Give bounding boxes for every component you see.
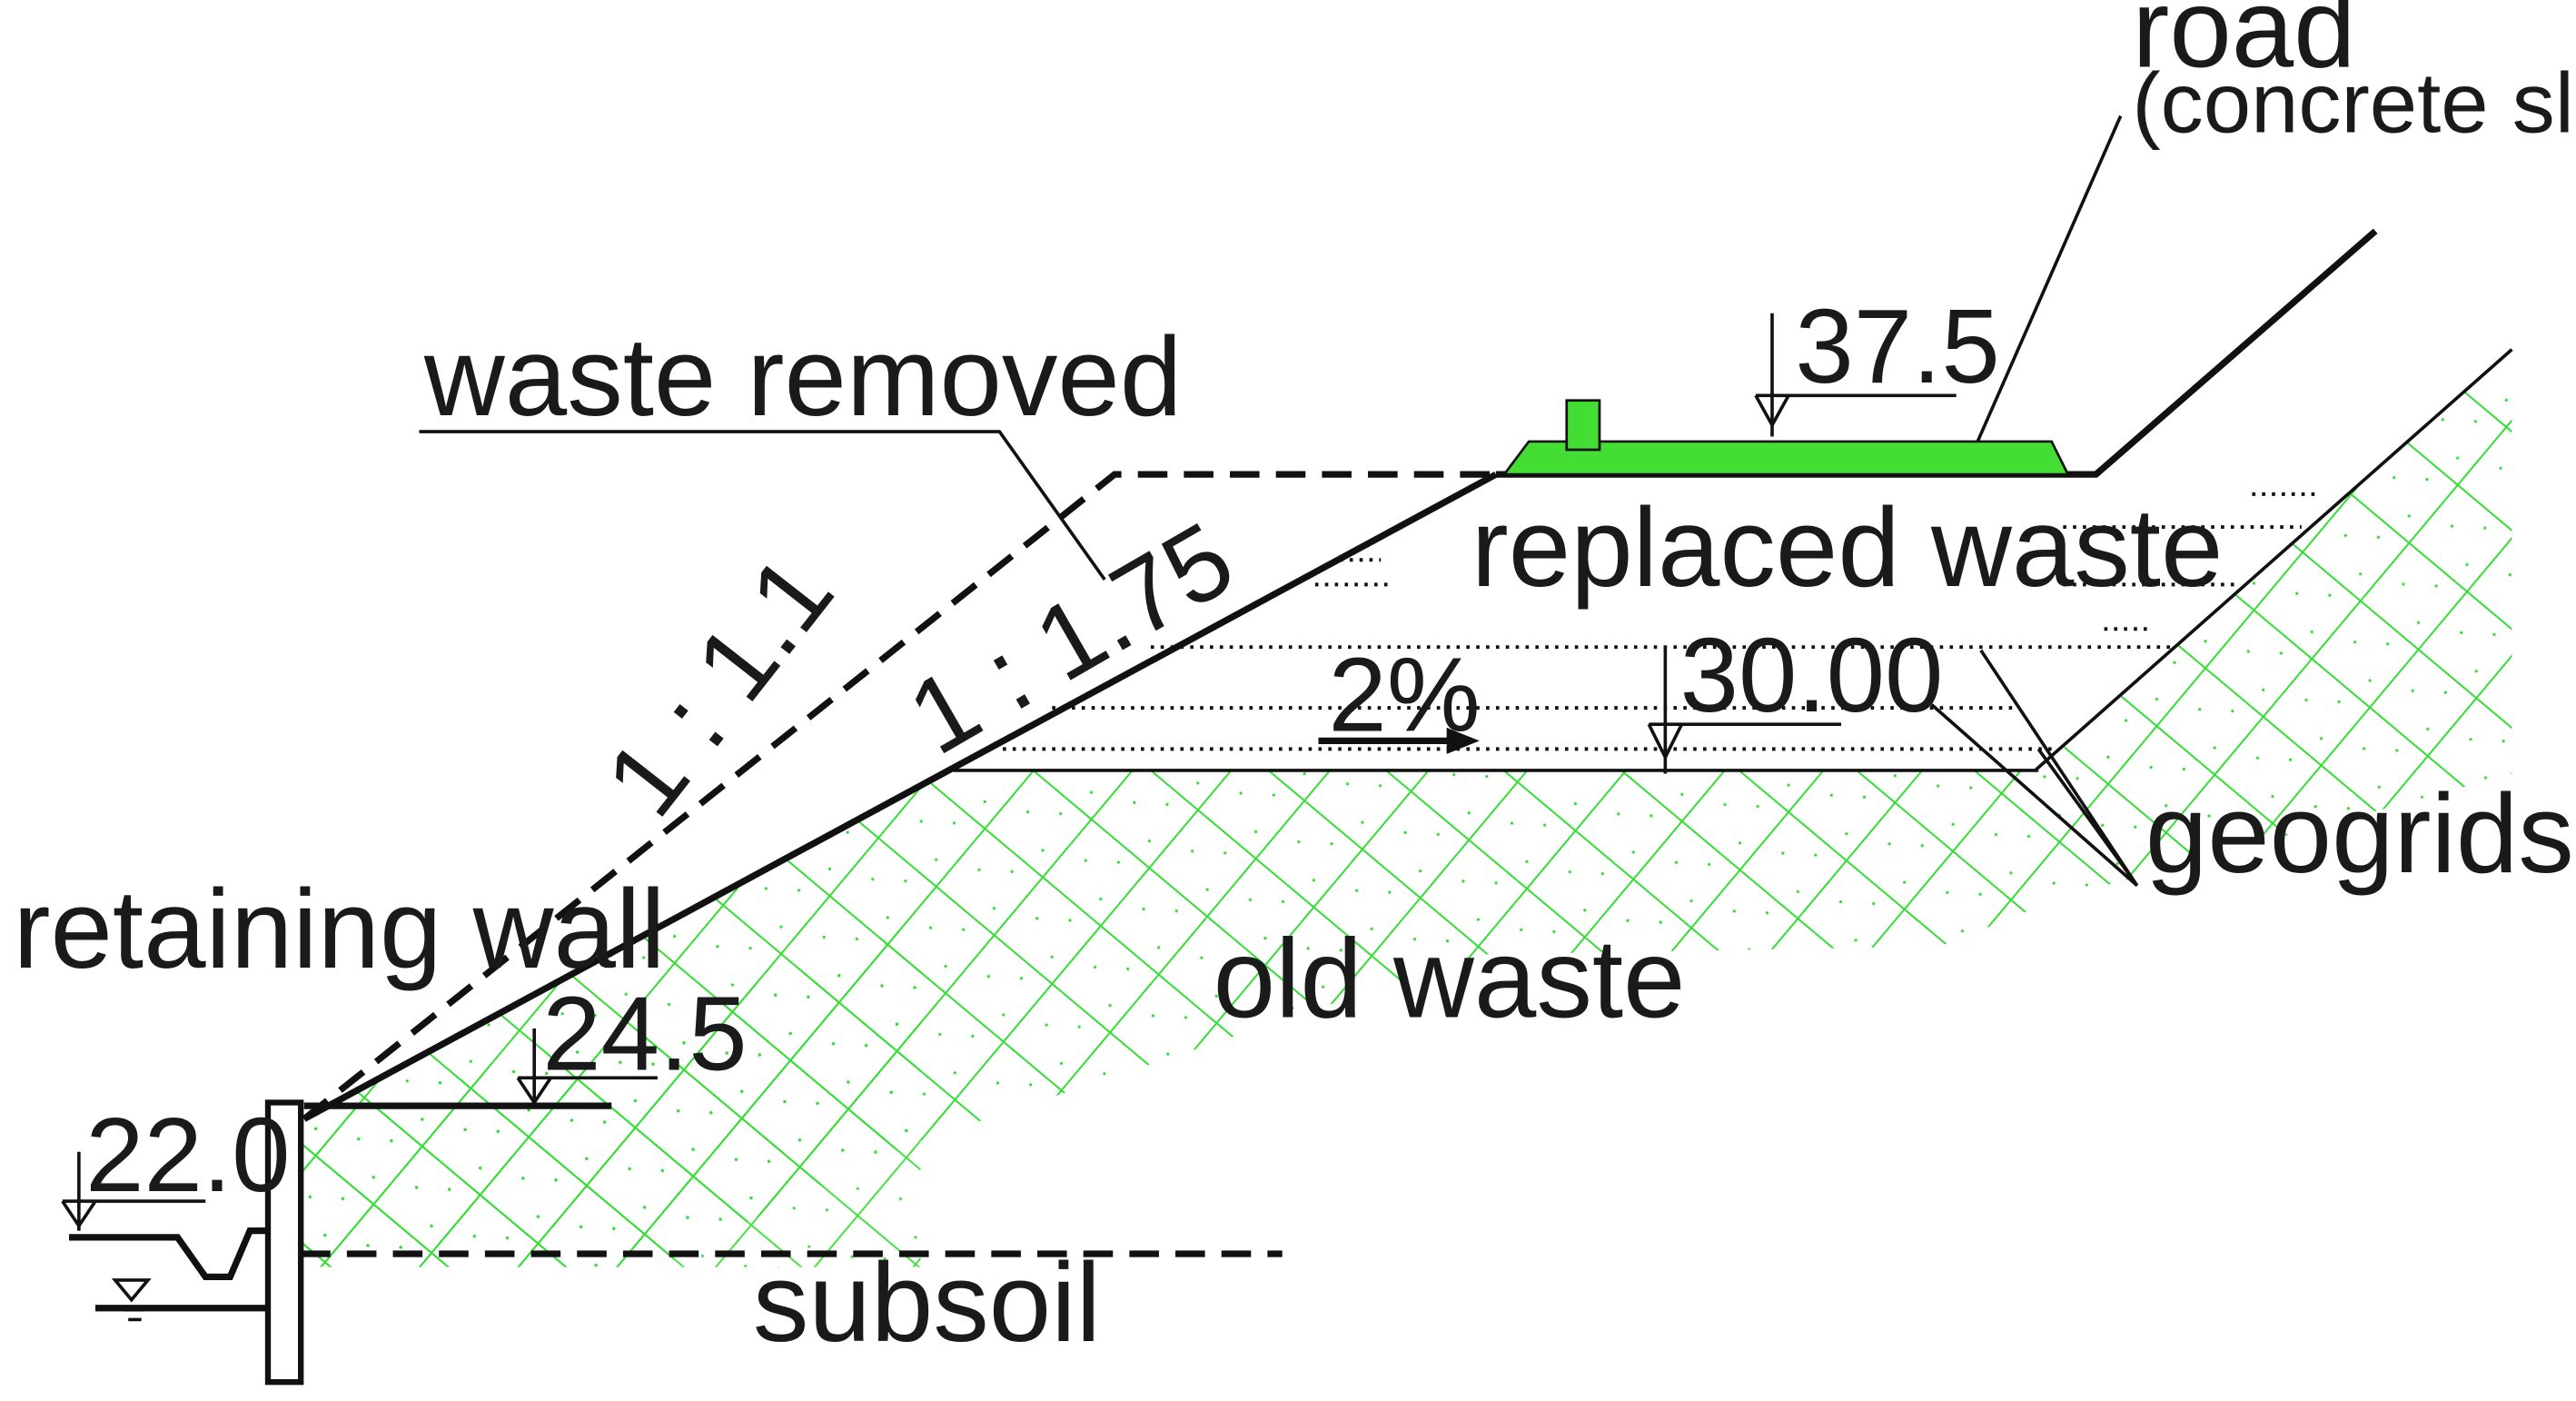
subsoil-label: subsoil <box>753 1241 1101 1366</box>
road-label: road <box>2132 0 2355 91</box>
drainage-ditch <box>69 1227 269 1280</box>
retaining-wall-label: retaining wall <box>13 868 665 992</box>
grade-label: 2% <box>1328 635 1480 753</box>
geogrid-lines <box>1002 492 2318 751</box>
waste-removed-label: waste removed <box>423 315 1182 440</box>
old-waste-label: old waste <box>1214 917 1686 1041</box>
geogrids-leader <box>1930 649 2139 887</box>
waste-removed-leader <box>419 430 1106 581</box>
retaining-wall <box>264 1099 304 1386</box>
wall-base-elevation: 22.0 <box>85 1096 290 1214</box>
elev-marker-fill <box>1647 647 1842 774</box>
water-level-icon <box>111 1278 152 1322</box>
old-waste-right-slope <box>2034 348 2513 772</box>
geogrids-label: geogrids <box>2145 772 2574 897</box>
road-curb <box>1565 399 1601 452</box>
new-slope-line <box>302 471 1498 1122</box>
waste-removed-outline <box>302 471 1496 1122</box>
elev-marker-toe <box>516 1028 658 1106</box>
fill-base-elevation: 30.00 <box>1680 616 1944 734</box>
road-leader <box>1976 114 2123 442</box>
replaced-waste-label: replaced waste <box>1471 486 2224 611</box>
toe-elevation: 24.5 <box>542 974 747 1092</box>
grade-arrowhead <box>1446 727 1480 754</box>
road-detail-label: (concrete slabs) <box>2132 55 2576 151</box>
elev-marker-wall <box>61 1151 206 1231</box>
lower-hatch <box>301 921 921 1267</box>
road-slab <box>1501 440 2070 476</box>
elev-marker-road <box>1754 313 1957 437</box>
road-elevation: 37.5 <box>1795 287 1999 405</box>
